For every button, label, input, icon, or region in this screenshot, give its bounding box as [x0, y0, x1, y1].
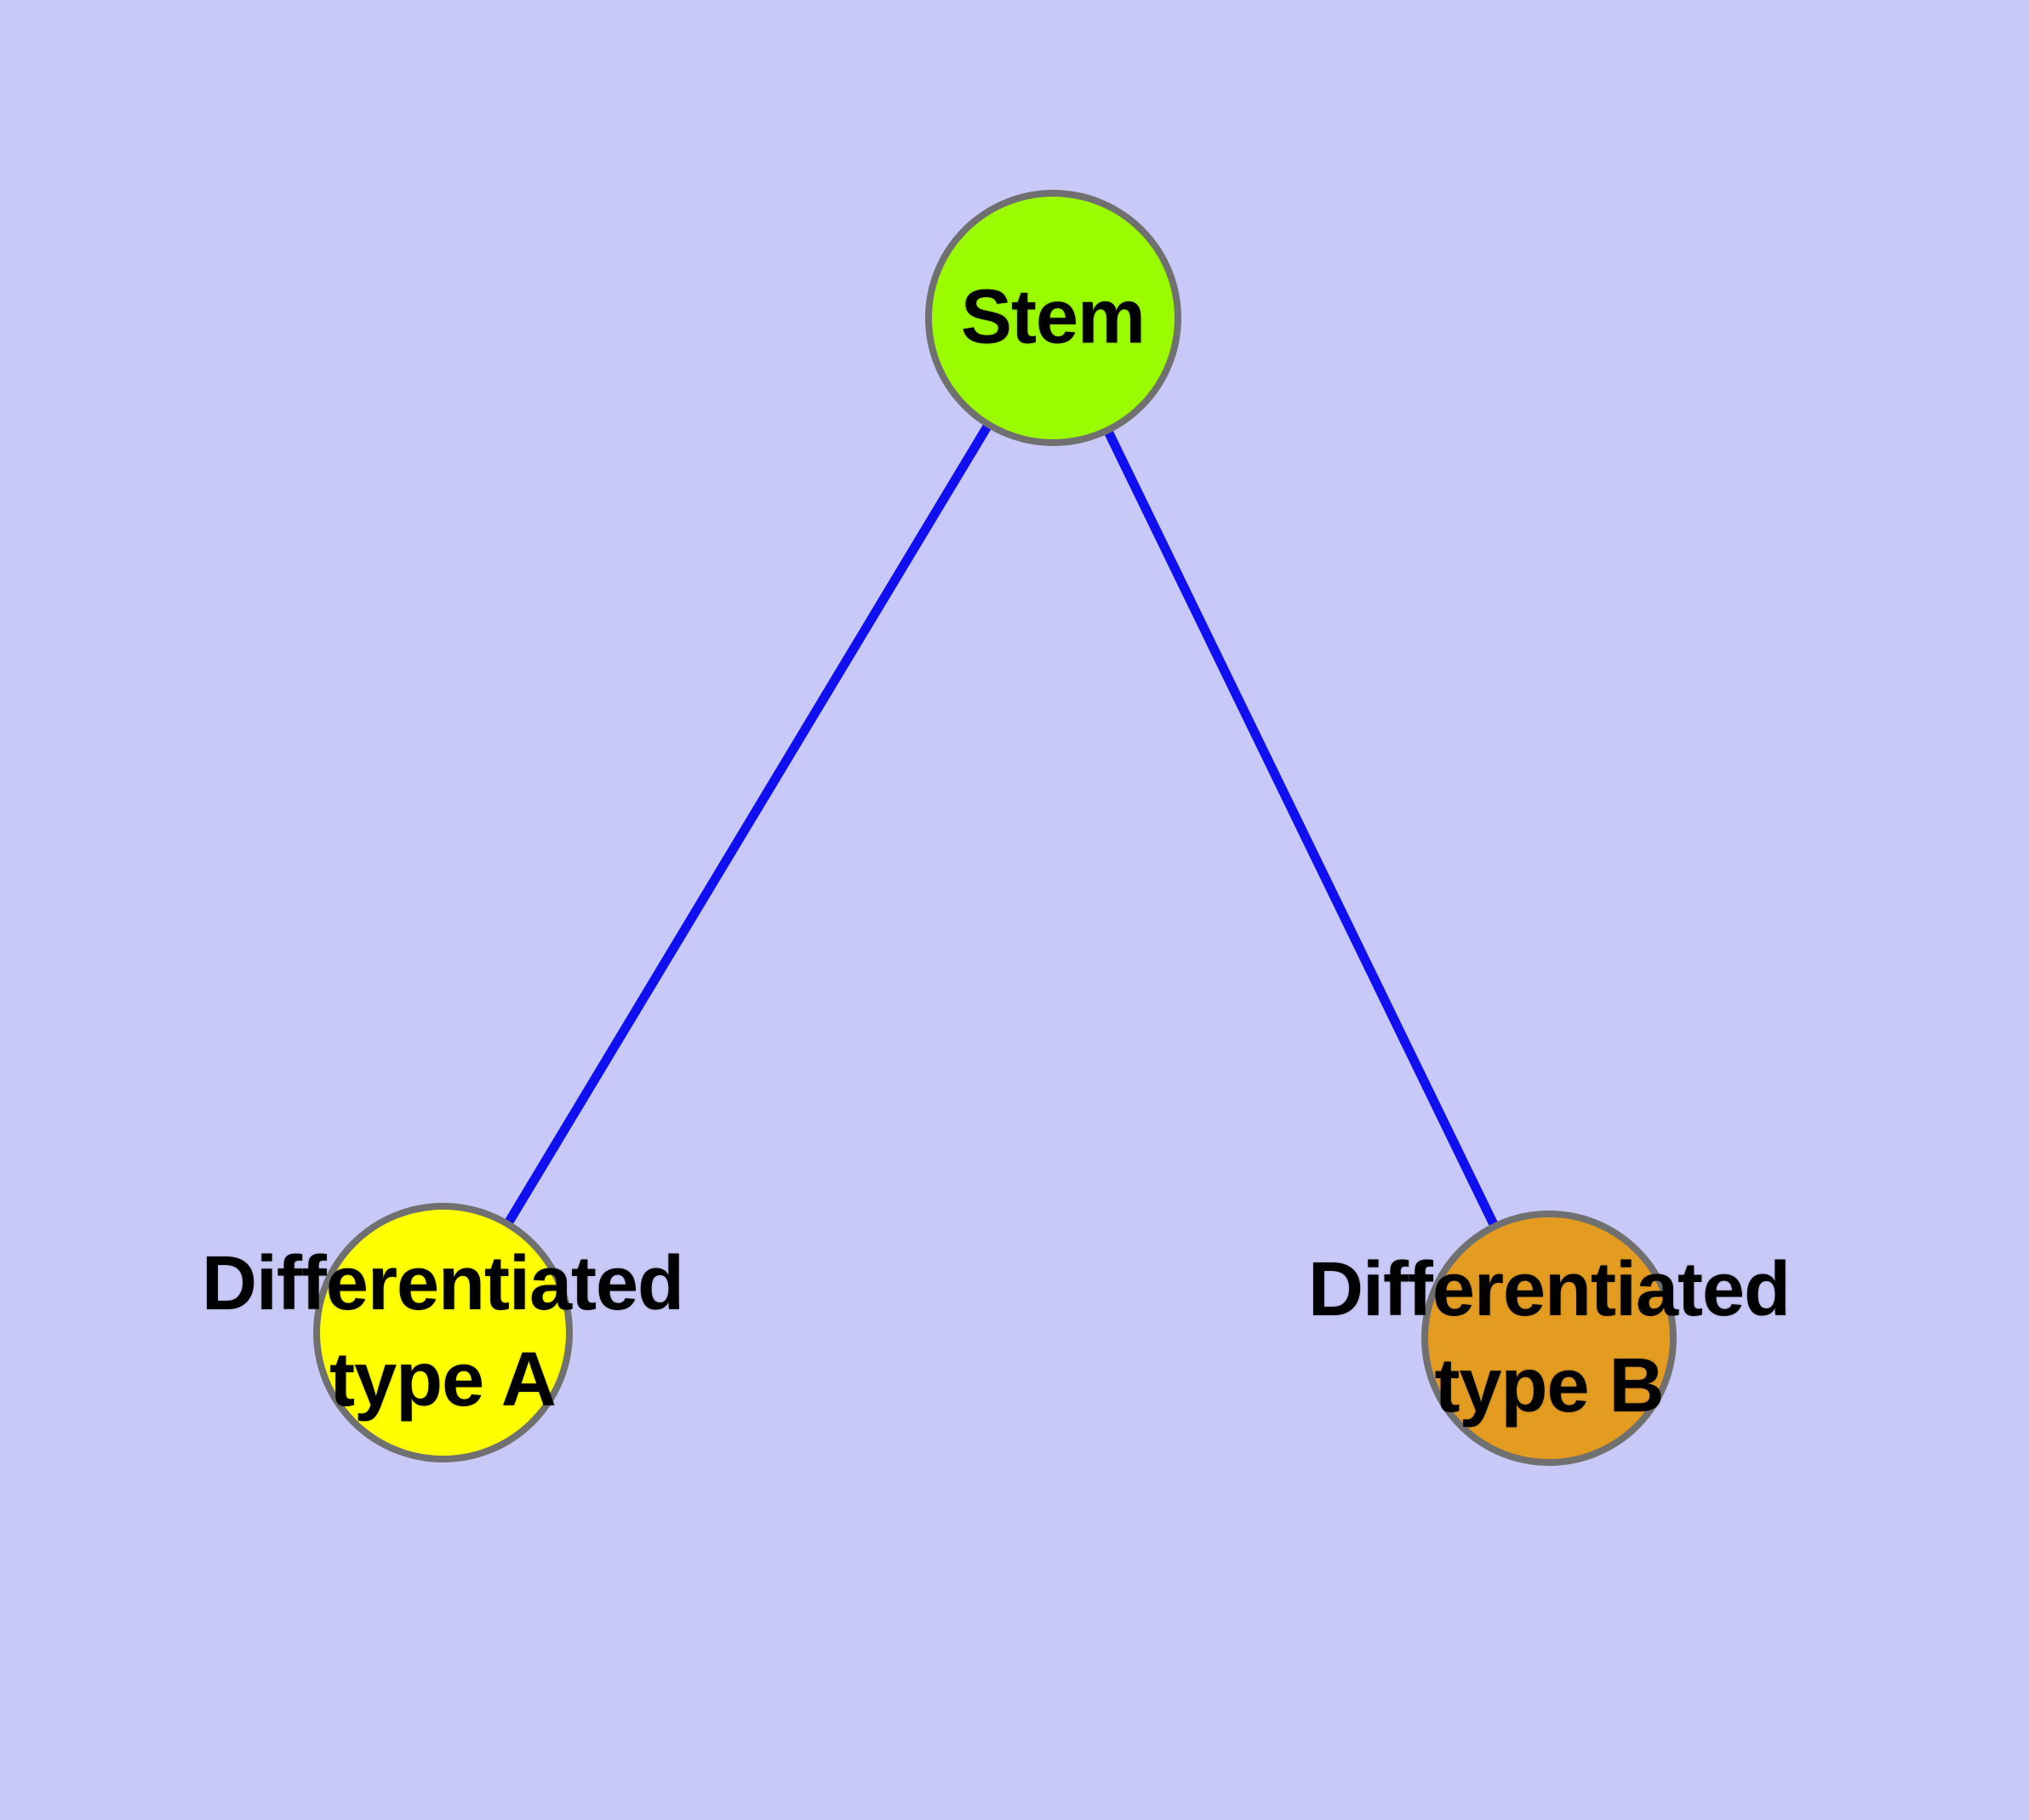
node-stem: [924, 189, 1181, 446]
node-differentiated-type-b: [1421, 1210, 1677, 1466]
edge-stem-type-a: [438, 315, 1057, 1335]
node-differentiated-type-a: [312, 1202, 573, 1462]
edge-stem-type-b: [1049, 315, 1553, 1341]
